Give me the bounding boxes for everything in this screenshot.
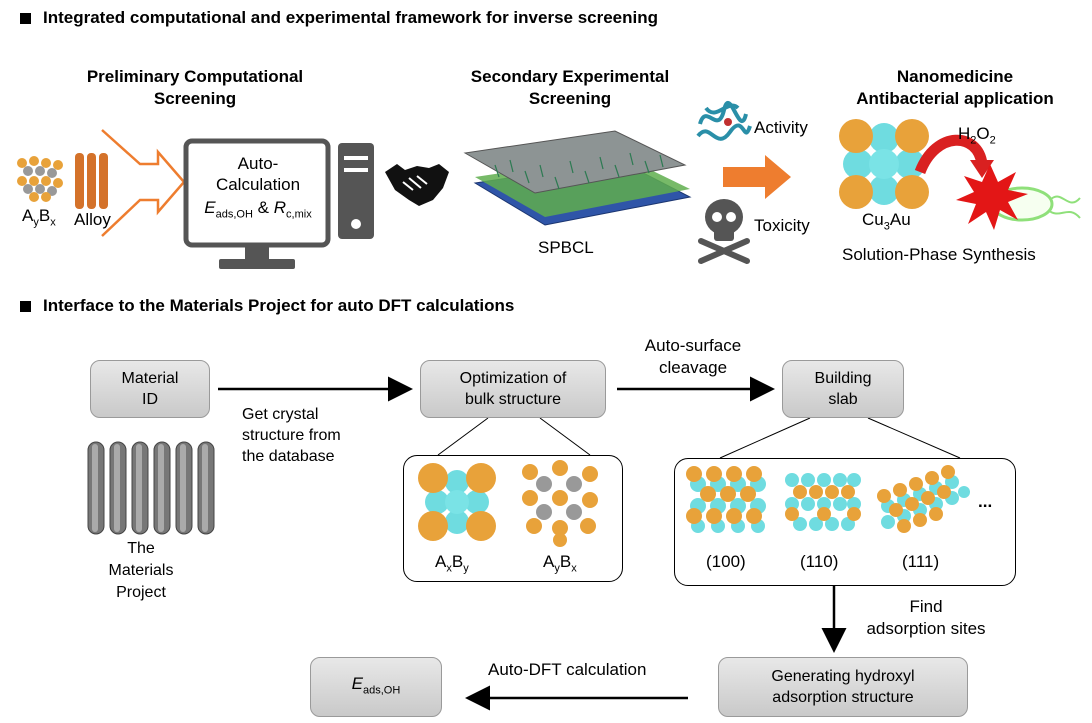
slab-100-icon (686, 466, 766, 533)
materials-project-database-icon (87, 441, 215, 535)
facet-110-label: (110) (800, 552, 839, 571)
h2o2-label: H2O2 (958, 124, 996, 147)
cu3au-label: Cu3Au (862, 210, 911, 233)
facet-111-label: (111) (902, 552, 940, 571)
bullet-square-icon (20, 300, 31, 312)
protein-structure-icon (696, 100, 752, 141)
slab-111-icon (877, 465, 970, 533)
zoom-line-right (539, 417, 591, 456)
synthesis-label: Solution-Phase Synthesis (842, 245, 1036, 264)
zoom-line-left (437, 417, 489, 456)
auto-surface-label: Auto-surface cleavage (644, 336, 742, 377)
eads-result-box: Eads,OH (310, 657, 442, 717)
axby-bulk-cell-icon (418, 463, 496, 541)
aybx-label: AyBx (22, 206, 56, 229)
block-arrow-icon (723, 155, 791, 199)
nano-heading: Nanomedicine Antibacterial application (856, 67, 1054, 108)
aybx-bulk-cell-icon (522, 460, 598, 547)
cu3au-unit-cell-icon (839, 119, 929, 209)
alloy-label: Alloy (74, 210, 111, 229)
crystal-atoms (17, 156, 63, 202)
alloy-pillars-icon (75, 153, 108, 209)
toxicity-label: Toxicity (754, 216, 810, 235)
handshake-icon (385, 164, 449, 206)
facet-100-label: (100) (706, 552, 746, 571)
slab-110-icon (785, 473, 861, 531)
auto-dft-label: Auto-DFT calculation (488, 660, 647, 679)
aybx-small-crystal-icon (17, 156, 63, 202)
skull-crossbones-icon (698, 199, 750, 264)
spbcl-label: SPBCL (538, 238, 594, 257)
auto-calculation-text: Auto- Calculation Eads,OH & Rc,mix (190, 153, 326, 225)
secondary-heading: Secondary Experimental Screening (470, 67, 670, 108)
monitor-icon (183, 138, 331, 269)
section1-title: Integrated computational and experimenta… (20, 8, 658, 28)
ros-burst-icon (914, 134, 1081, 230)
find-sites-label: Find adsorption sites (866, 597, 986, 638)
prelim-heading: Preliminary Computational Screening (86, 67, 304, 108)
materials-project-label: The Materials Project (108, 540, 174, 601)
bullet-square-icon (20, 12, 31, 24)
axby-label: AxBy (435, 552, 469, 575)
activity-label: Activity (754, 118, 808, 137)
pc-tower-icon (338, 143, 374, 239)
spbcl-device-icon (463, 130, 692, 226)
section2-title: Interface to the Materials Project for a… (20, 296, 514, 316)
zoom-line-left2 (719, 417, 811, 459)
get-crystal-label: Get crystal structure from the database (242, 406, 341, 465)
more-facets-ellipsis: ... (978, 492, 993, 511)
zoom-line-right2 (867, 417, 961, 459)
descriptor-formula: Eads,OH & Rc,mix (204, 198, 312, 221)
aybx-bulk-label: AyBx (543, 552, 577, 575)
